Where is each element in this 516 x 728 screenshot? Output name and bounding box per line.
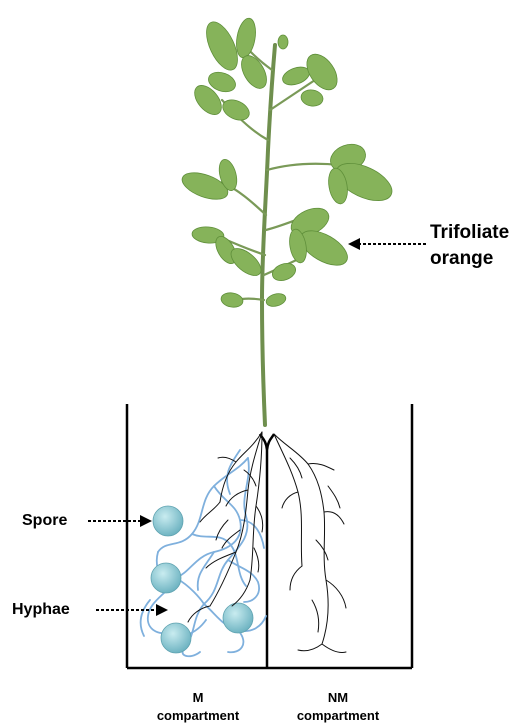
arrow-plant	[348, 238, 426, 250]
leaves	[179, 17, 398, 309]
m-compartment-label-line2: compartment	[128, 708, 268, 723]
arrows	[88, 238, 426, 616]
arrow-hyphae	[96, 604, 168, 616]
hyphae-label: Hyphae	[12, 600, 70, 619]
compartment-divider	[260, 434, 274, 668]
m-compartment-label-line1: M	[128, 690, 268, 705]
roots-nm-side	[274, 434, 346, 653]
arrow-spore	[88, 515, 152, 527]
leaf	[220, 291, 244, 309]
nm-compartment-label-line1: NM	[268, 690, 408, 705]
plant-label-line1: Trifoliate	[430, 222, 509, 244]
spore-label: Spore	[22, 511, 67, 530]
leaf	[234, 17, 259, 60]
roots-m-side	[188, 432, 263, 622]
nm-compartment-label-line2: compartment	[268, 708, 408, 723]
leaf	[278, 35, 288, 49]
main-stem	[262, 45, 275, 425]
leaf	[300, 88, 324, 108]
spore	[151, 563, 181, 593]
leaf	[220, 96, 253, 124]
plant-label-line2: orange	[430, 248, 493, 270]
leaf	[270, 260, 298, 283]
spore	[153, 506, 183, 536]
spores	[151, 506, 253, 653]
plant-shoot	[179, 17, 398, 425]
leaf	[265, 292, 287, 309]
spore	[161, 623, 191, 653]
spore	[223, 603, 253, 633]
